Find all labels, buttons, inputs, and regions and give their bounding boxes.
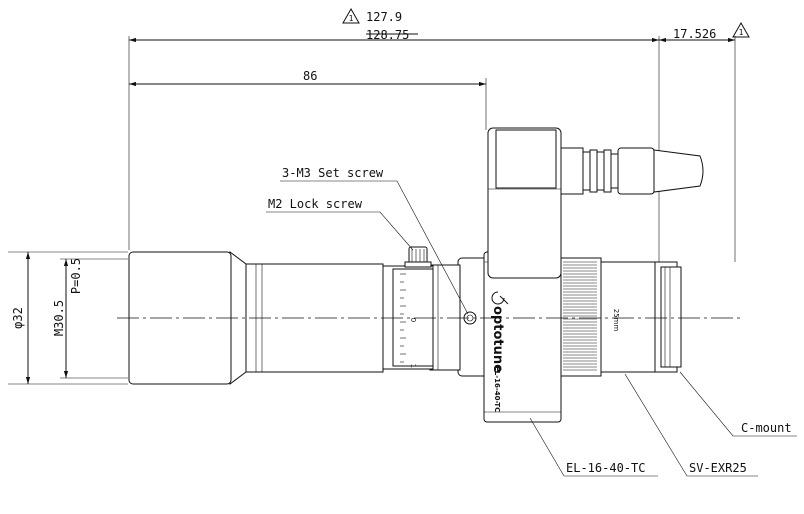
revision-triangle-icon: 1 bbox=[342, 7, 360, 24]
svg-text:1: 1 bbox=[349, 14, 354, 23]
brand-label: optotune bbox=[490, 306, 505, 373]
dim-thread: M30.5 P=0.5 bbox=[52, 258, 83, 378]
dim-overall-length: 1 127.9 128.75 bbox=[129, 7, 659, 43]
svg-text:SV-EXR25: SV-EXR25 bbox=[689, 461, 747, 475]
focus-scale bbox=[400, 273, 406, 363]
lock-screw bbox=[404, 246, 432, 268]
svg-text:φ32: φ32 bbox=[11, 307, 25, 329]
svg-text:1: 1 bbox=[409, 364, 417, 368]
dim-overall-old: 128.75 bbox=[366, 28, 409, 42]
model-label: EL-16-40-TC bbox=[493, 366, 501, 412]
dim-to-lens-value: 86 bbox=[303, 69, 317, 83]
optotune-logo-icon bbox=[491, 291, 509, 305]
callout-set-screw: 3-M3 Set screw bbox=[280, 166, 469, 315]
callout-sv-exr25: SV-EXR25 bbox=[624, 373, 758, 477]
svg-text:1: 1 bbox=[739, 28, 744, 37]
svg-text:P=0.5: P=0.5 bbox=[69, 258, 83, 294]
focus-knurl bbox=[563, 261, 597, 371]
connector-plug bbox=[560, 147, 704, 195]
dim-cmount-offset-value: 17.526 bbox=[673, 27, 716, 41]
revision-triangle-icon-right: 1 bbox=[732, 21, 750, 38]
lens-assembly: 25mm optotune EL-16-40-TC bbox=[128, 127, 704, 423]
svg-text:C-mount: C-mount bbox=[741, 421, 792, 435]
callout-c-mount: C-mount bbox=[679, 371, 797, 437]
cable-box bbox=[487, 127, 562, 279]
svg-text:M2 Lock screw: M2 Lock screw bbox=[268, 197, 363, 211]
dim-cmount-offset: 17.526 1 bbox=[659, 21, 750, 43]
svg-text:EL-16-40-TC: EL-16-40-TC bbox=[566, 461, 645, 475]
svg-text:3-M3 Set screw: 3-M3 Set screw bbox=[282, 166, 384, 180]
dim-overall-new: 127.9 bbox=[366, 10, 402, 24]
svg-text:M30.5: M30.5 bbox=[52, 300, 66, 336]
sv-exr25-lens: 25mm bbox=[558, 257, 656, 377]
c-mount-ring bbox=[654, 261, 682, 373]
svg-text:0: 0 bbox=[409, 318, 417, 322]
callout-el-16-40-tc: EL-16-40-TC bbox=[529, 417, 658, 477]
dim-diameter: φ32 bbox=[11, 252, 31, 384]
focus-barrel: 0 1 bbox=[382, 264, 461, 371]
callout-lock-screw: M2 Lock screw bbox=[266, 197, 414, 251]
svg-text:25mm: 25mm bbox=[612, 309, 620, 332]
dim-to-lens: 86 bbox=[129, 69, 486, 87]
